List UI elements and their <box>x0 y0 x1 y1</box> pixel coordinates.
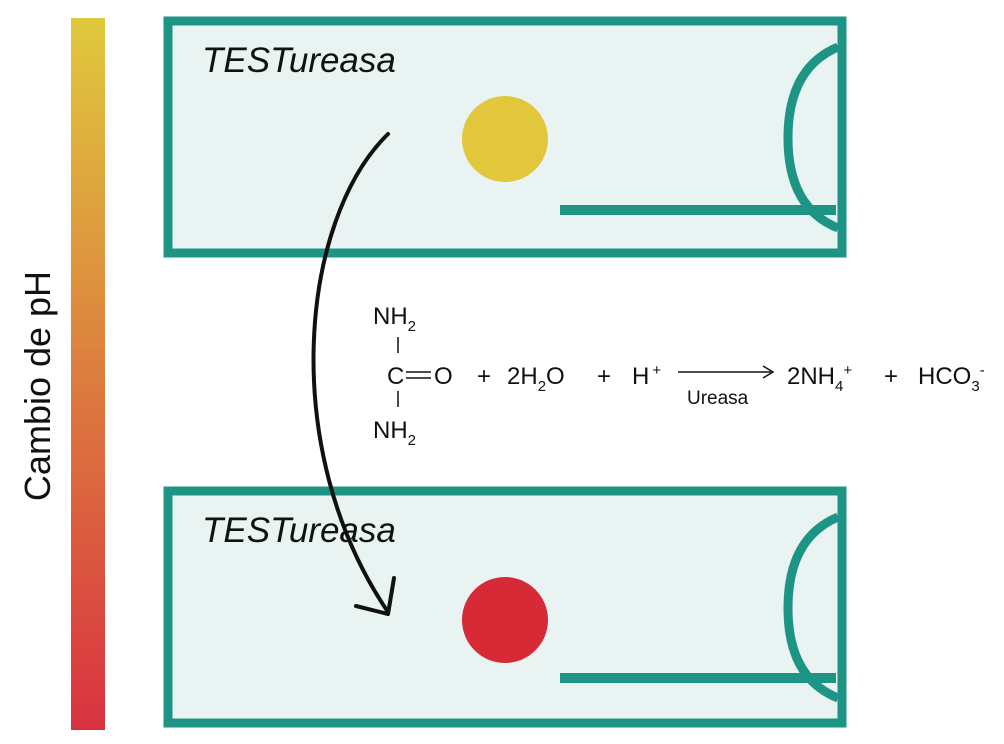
arrow-curve <box>311 132 390 614</box>
indicator-dot-yellow <box>462 96 548 182</box>
indicator-dot-red <box>462 577 548 663</box>
kit-title: TESTureasa <box>202 41 396 80</box>
water-term: 2H2O <box>507 363 565 395</box>
transition-arrow <box>311 132 396 616</box>
test-kit-after: TESTureasa <box>163 486 847 728</box>
urea-carbon: C <box>387 363 404 390</box>
ph-gradient-bar <box>71 18 105 730</box>
bicarbonate-term: HCO3- <box>918 362 985 395</box>
arrow-head <box>354 576 396 616</box>
enzyme-label: Ureasa <box>687 388 749 409</box>
kit-title: TESTureasa <box>202 511 396 550</box>
urease-reaction-equation: NH2 C O NH2 + 2H2O + H+ Ureasa 2NH4+ + H… <box>373 303 985 449</box>
plus-sign: + <box>597 363 611 390</box>
plus-sign: + <box>477 363 491 390</box>
urea-nh2-bottom: NH2 <box>373 417 416 449</box>
reaction-arrow-head <box>762 365 775 379</box>
ph-scale-label: Cambio de pH <box>17 271 58 501</box>
plus-sign: + <box>884 363 898 390</box>
ammonium-term: 2NH4+ <box>787 362 852 395</box>
urea-oxygen: O <box>434 363 453 390</box>
test-kit-before: TESTureasa <box>163 16 847 258</box>
proton-term: H+ <box>632 362 661 390</box>
urea-nh2-top: NH2 <box>373 303 416 335</box>
